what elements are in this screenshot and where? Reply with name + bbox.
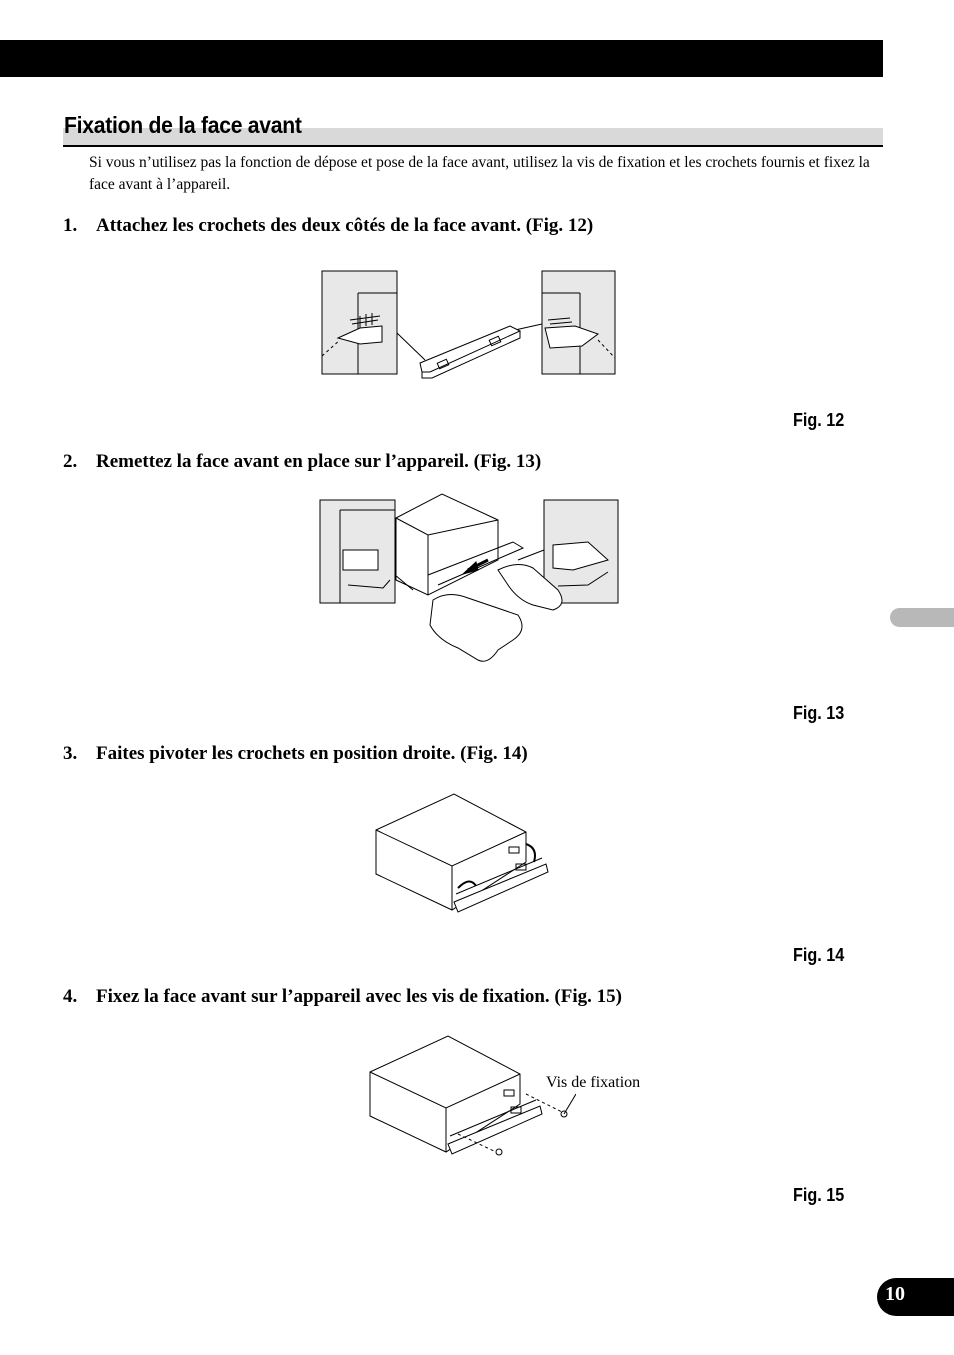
section-header: Fixation de la face avant xyxy=(63,112,883,148)
fig-15-callout-label: Vis de fixation xyxy=(546,1074,641,1091)
fig-14-label: Fig. 14 xyxy=(793,945,845,965)
step-number: 1. xyxy=(63,215,78,236)
step-text: Faites pivoter les crochets en position … xyxy=(96,743,528,764)
section-title: Fixation de la face avant xyxy=(64,112,302,138)
step-1: 1. Attachez les crochets des deux côtés d… xyxy=(63,215,593,237)
intro-paragraph: Si vous n’utilisez pas la fonction de dé… xyxy=(89,154,870,193)
step-3: 3. Faites pivoter les crochets en positio… xyxy=(63,743,528,765)
step-text: Remettez la face avant en place sur l’ap… xyxy=(96,451,542,472)
fig-12-label: Fig. 12 xyxy=(793,410,845,430)
header-bar xyxy=(0,40,883,77)
figure-12-illustration xyxy=(321,270,616,379)
step-number: 3. xyxy=(63,743,78,764)
step-number: 4. xyxy=(63,986,78,1007)
step-text: Attachez les crochets des deux côtés de … xyxy=(96,215,594,236)
step-text: Fixez la face avant sur l’appareil avec … xyxy=(96,986,622,1007)
section-title-shading xyxy=(63,128,883,145)
step-2: 2. Remettez la face avant en place sur l’… xyxy=(63,451,541,473)
figure-14-illustration xyxy=(375,793,549,913)
step-number: 2. xyxy=(63,451,78,472)
figure-13-illustration xyxy=(319,493,619,662)
section-title-rule xyxy=(63,145,883,147)
page-number: 10 xyxy=(885,1283,905,1305)
step-4: 4. Fixez la face avant sur l’appareil ave… xyxy=(63,986,622,1008)
fig-15-label: Fig. 15 xyxy=(793,1185,845,1205)
fig-13-label: Fig. 13 xyxy=(793,703,845,723)
figure-15-illustration xyxy=(369,1035,576,1156)
side-tab-marker xyxy=(890,608,954,627)
page-number-tab xyxy=(877,1278,954,1316)
